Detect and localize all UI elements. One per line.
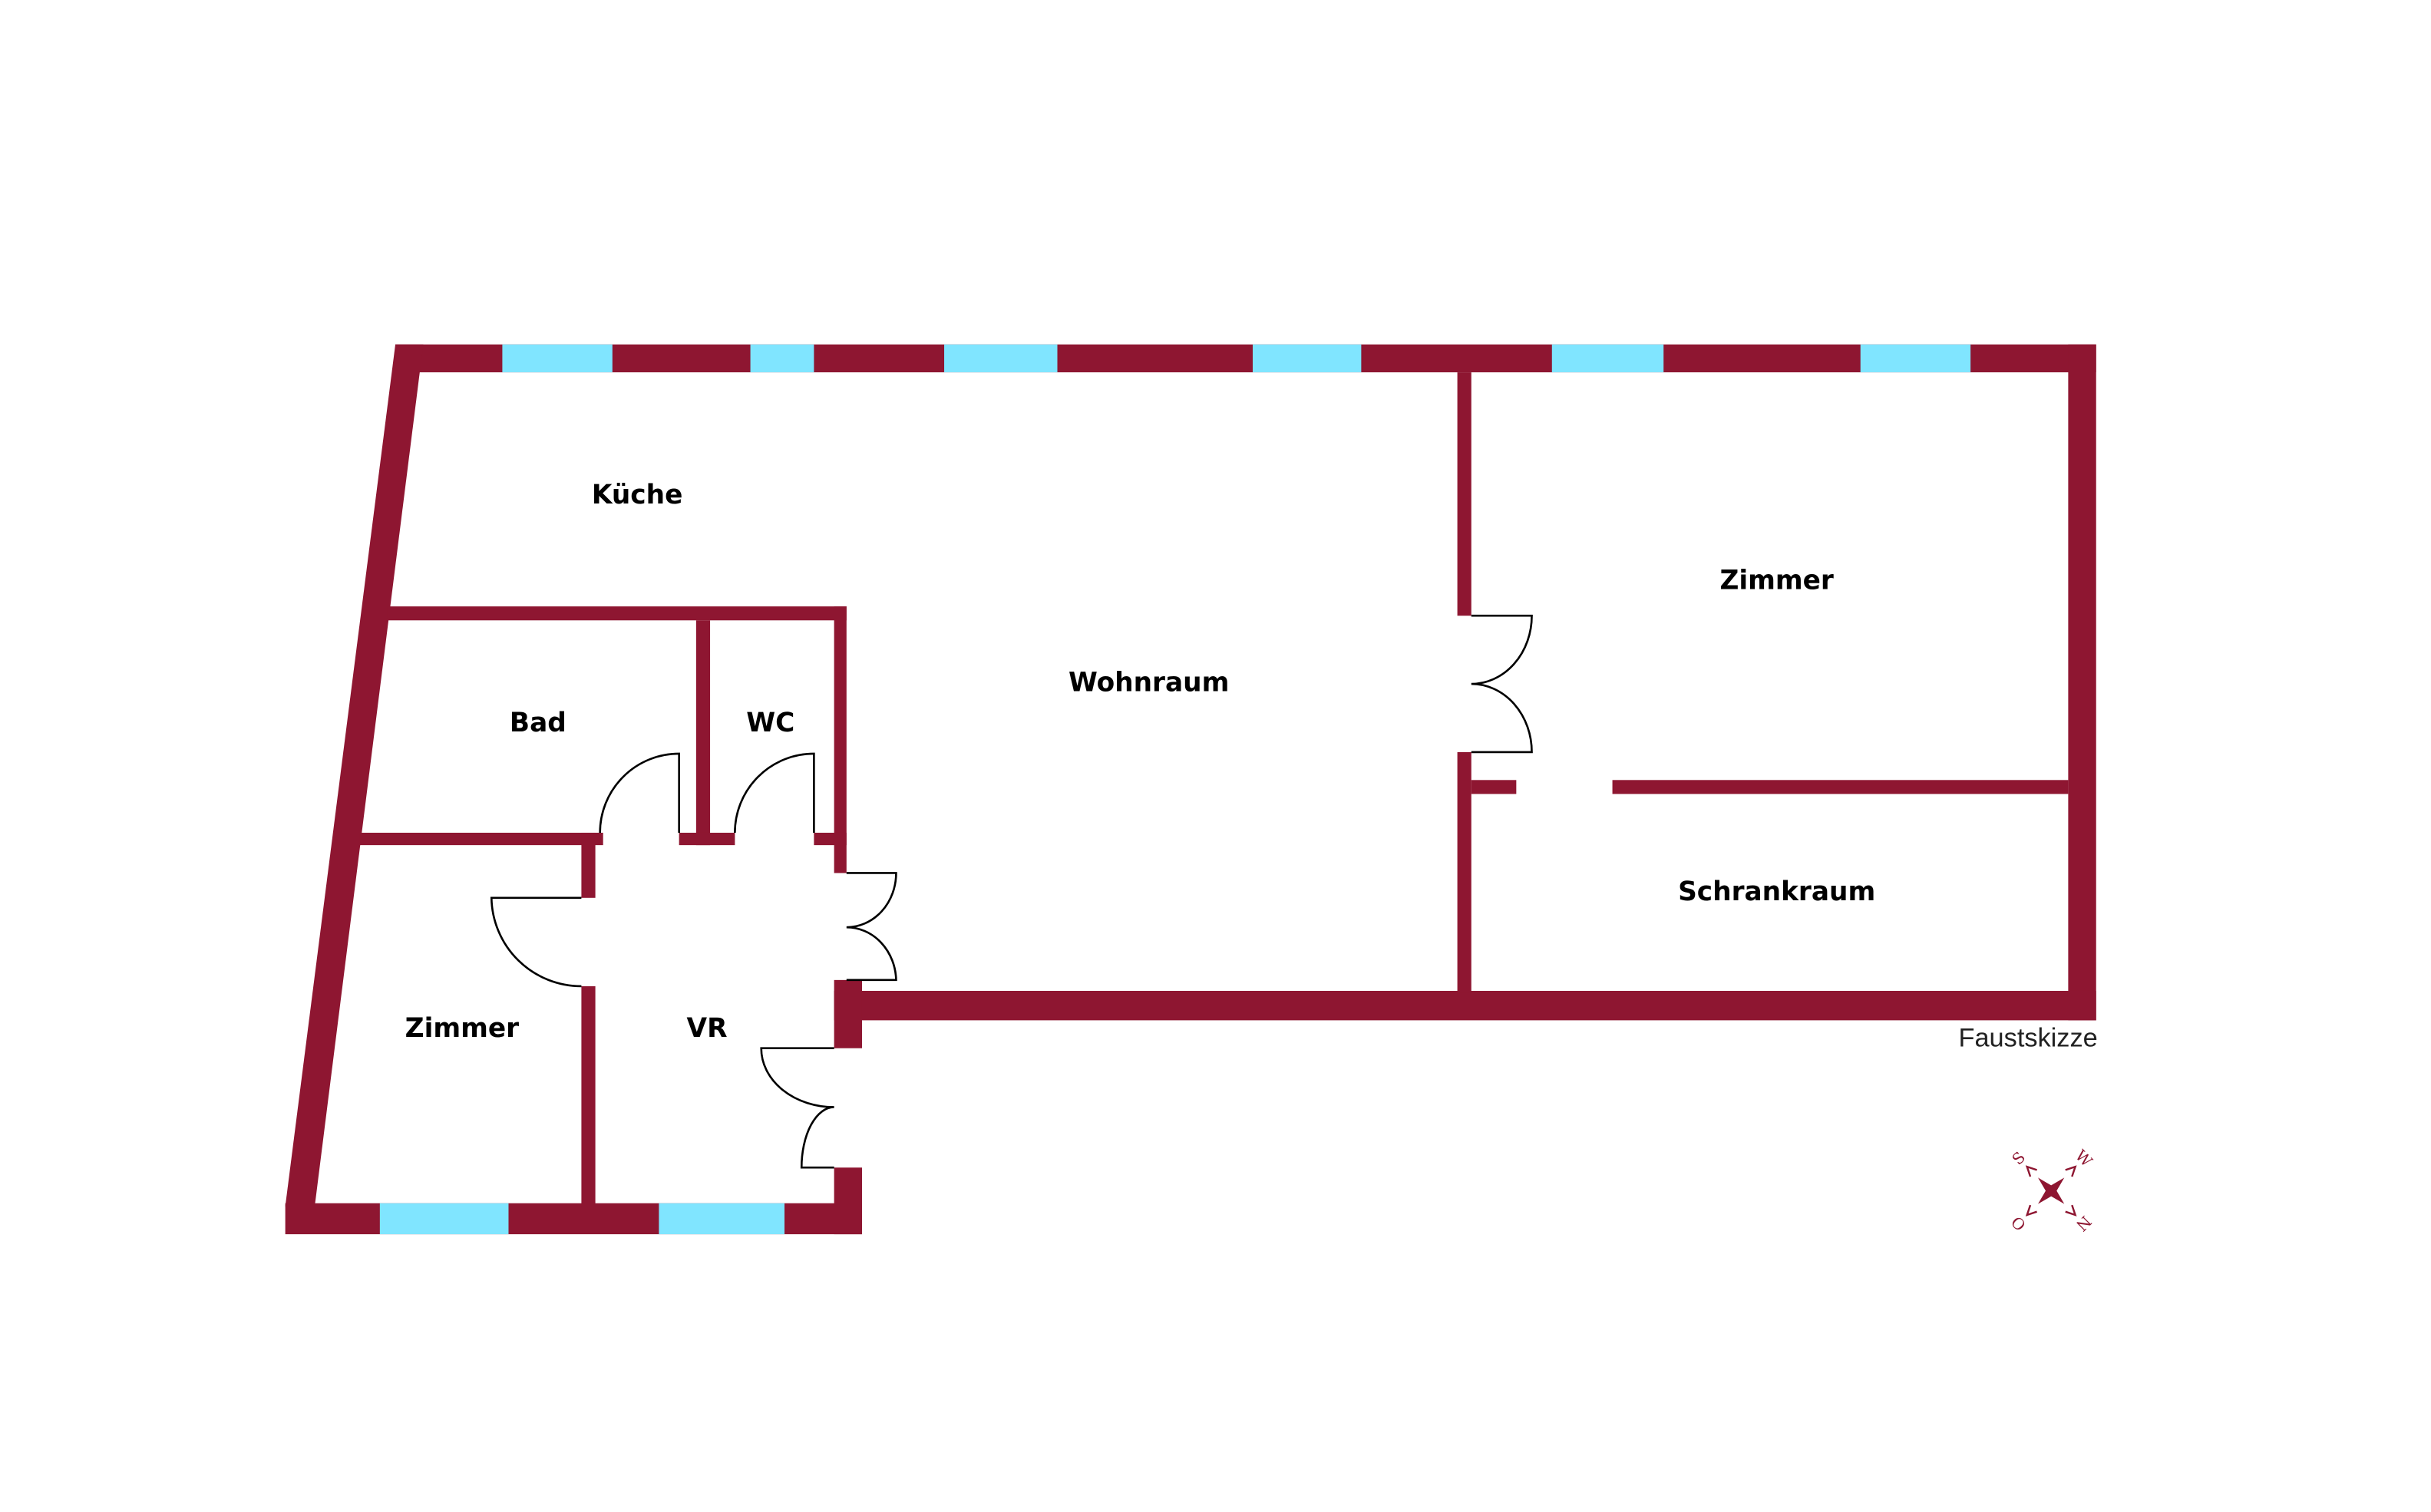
door-wohnraum xyxy=(846,872,897,982)
door-entrance xyxy=(760,1047,834,1169)
room-label-wc: WC xyxy=(746,708,794,738)
room-label-zimmer-right: Zimmer xyxy=(1719,565,1833,596)
room-label-kueche: Küche xyxy=(592,480,683,510)
interior-walls xyxy=(359,372,2069,1207)
sketch-note: Faustskizze xyxy=(1959,1024,2098,1053)
room-label-vr: VR xyxy=(687,1013,728,1044)
room-label-bad: Bad xyxy=(510,708,566,738)
room-label-wohnraum: Wohnraum xyxy=(1069,668,1229,698)
door-zimmer-left xyxy=(490,896,582,988)
door-zimmer-right xyxy=(1471,614,1533,754)
windows xyxy=(379,344,1971,1235)
outer-walls xyxy=(285,344,2096,1235)
doors xyxy=(490,614,1533,1169)
door-wc xyxy=(734,752,815,833)
door-bad xyxy=(599,752,680,833)
room-label-schrankraum: Schrankraum xyxy=(1678,876,1875,907)
room-label-zimmer-left: Zimmer xyxy=(405,1013,519,1044)
compass-icon: W N O S xyxy=(2007,1146,2096,1235)
